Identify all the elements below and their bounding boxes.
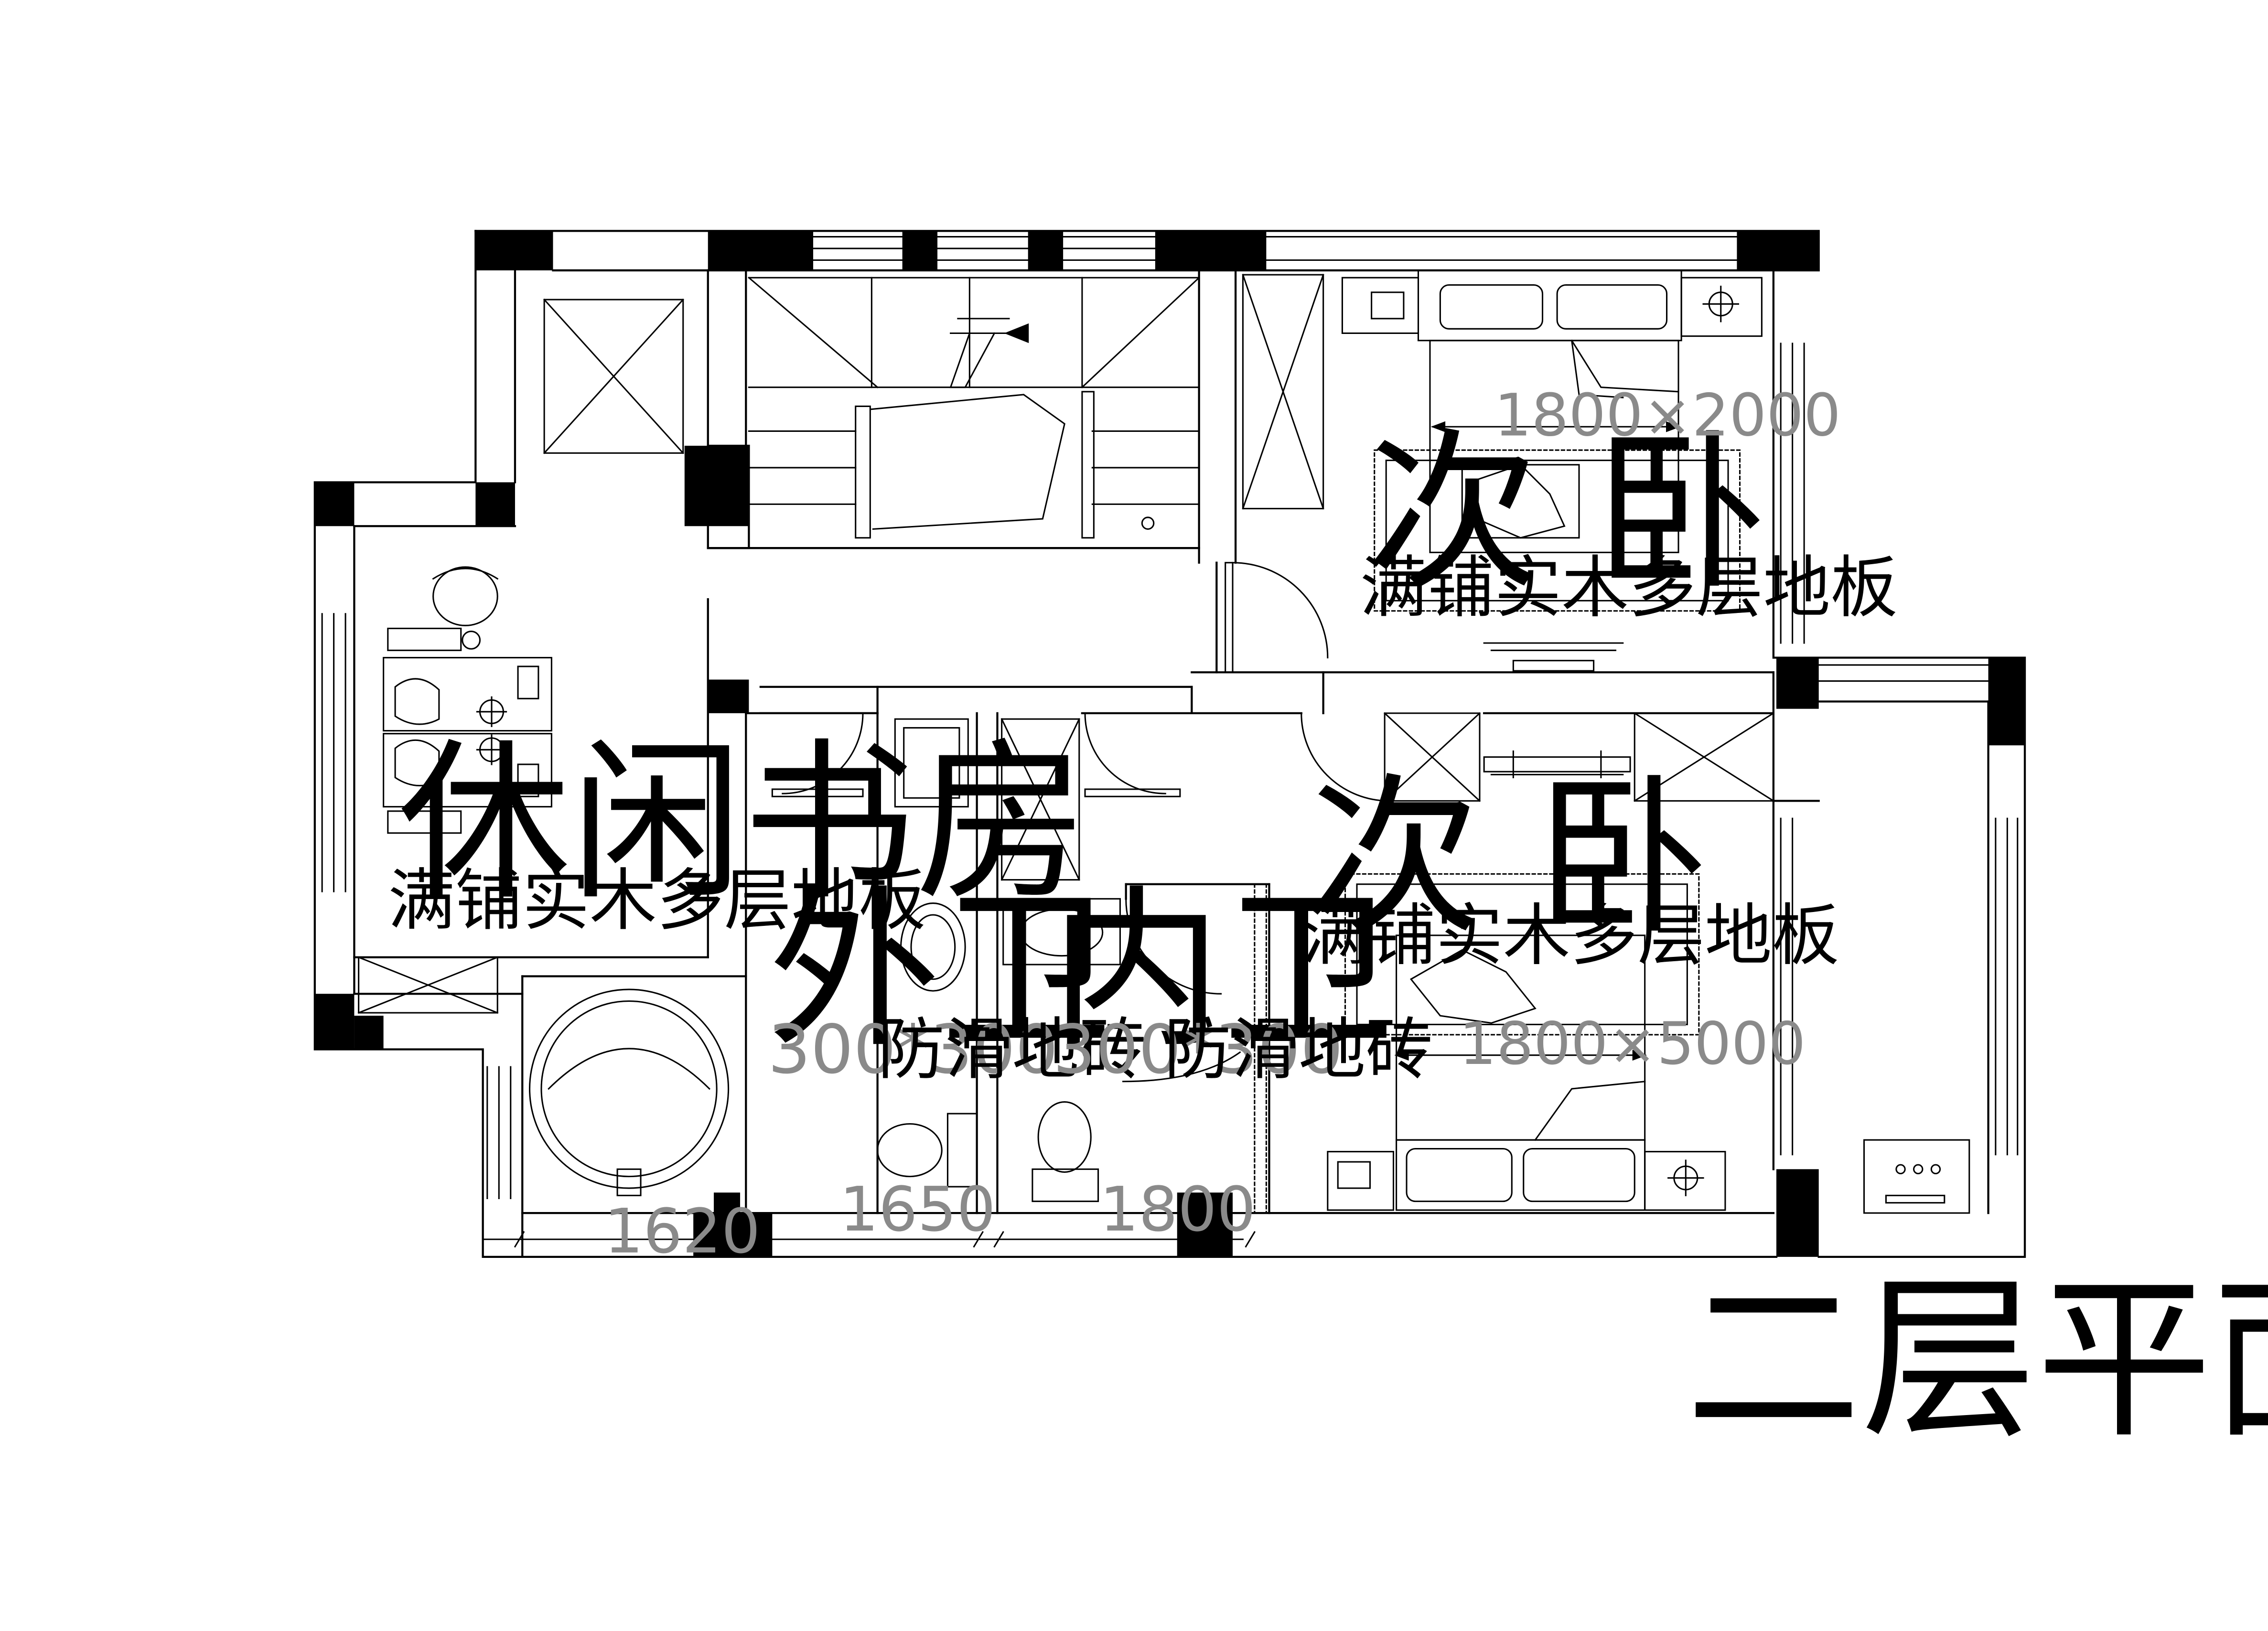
bed-size-upper: 1800×2000: [1494, 381, 1841, 450]
wardrobes: [357, 274, 1774, 1014]
tile-type-bath-inner: 防滑地砖: [1164, 1010, 1433, 1089]
dimension-label-2: 1650: [839, 1174, 996, 1245]
floor-label-bedroom-lower: 满铺实木多层地板: [1301, 897, 1839, 975]
room-name-bath-outer: 外卫: [768, 871, 1113, 1072]
staircase: [748, 277, 1200, 539]
round-sofa: [529, 988, 730, 1196]
dimension-label-3: 1800: [1100, 1174, 1256, 1245]
tile-size-bath-outer: 300*300: [768, 1010, 1058, 1089]
tile-type-bath-outer: 防滑地砖: [878, 1010, 1147, 1089]
bedroom-upper-furniture: [1341, 269, 1763, 672]
room-name-bedroom-lower: 次 卧: [1309, 758, 1709, 959]
dimension-label-1: 1620: [604, 1196, 761, 1267]
bed-size-lower: 1800×5000: [1459, 1009, 1806, 1078]
tile-size-bath-inner: 300*300: [1053, 1010, 1344, 1089]
floor-label-bedroom-upper: 满铺实木多层地板: [1360, 549, 1898, 627]
room-name-bath-inner: 内卫: [1050, 871, 1395, 1072]
floor-label-study: 满铺实木多层地板: [388, 861, 926, 940]
room-name-study: 休闲书房: [398, 723, 1088, 924]
dimension-line: [482, 1231, 1256, 1248]
room-name-bedroom-upper: 次 卧: [1367, 413, 1767, 614]
doors: [771, 562, 1390, 995]
bathroom-fixtures: [877, 718, 1267, 1214]
bedroom-lower-furniture: [1327, 750, 1970, 1214]
plan-title: 二层平面布置图: [1686, 1257, 2268, 1462]
windows: [321, 236, 2019, 1200]
structural-columns: [314, 231, 2025, 1257]
study-furniture: [383, 566, 552, 834]
